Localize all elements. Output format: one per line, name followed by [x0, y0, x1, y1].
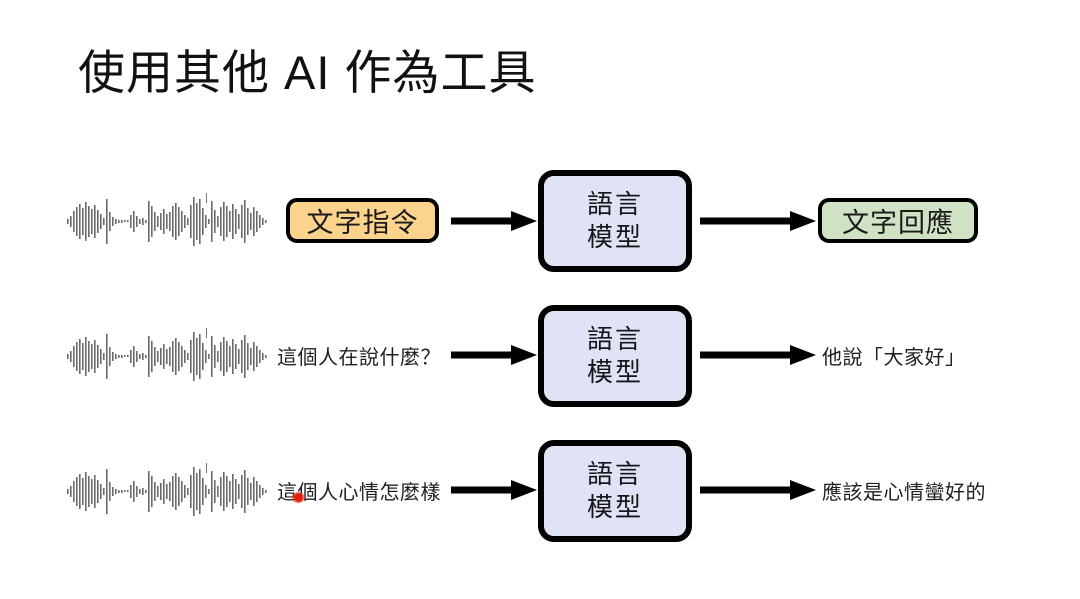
pipeline-row-3: 這個人心情怎麼樣 語言 模型 應該是心情蠻好的 — [0, 431, 1080, 551]
model-box-line-1: 語言 — [586, 323, 643, 354]
language-model-box-row-2[interactable]: 語言 模型 — [538, 305, 692, 407]
model-box-line-2: 模型 — [586, 222, 643, 252]
input-label-row-2: 這個人在說什麼？ — [277, 346, 441, 369]
input-chip-row-1[interactable]: 文字指令 — [286, 198, 439, 243]
language-model-box-row-3[interactable]: 語言 模型 — [538, 440, 692, 542]
output-chip-row-1[interactable]: 文字回應 — [818, 198, 978, 243]
arrow-input-to-model-row-2 — [451, 343, 537, 367]
output-label-row-3: 應該是心情蠻好的 — [822, 481, 986, 504]
model-box-line-2: 模型 — [586, 492, 643, 522]
page-title: 使用其他 AI 作為工具 — [78, 46, 537, 99]
audio-waveform — [65, 455, 275, 527]
language-model-box-row-1[interactable]: 語言 模型 — [538, 170, 692, 272]
arrow-input-to-model-row-3 — [451, 478, 537, 502]
pipeline-row-2: 這個人在說什麼？ 語言 模型 他說「大家好」 — [0, 296, 1080, 416]
audio-waveform — [65, 320, 275, 392]
arrow-model-to-output-row-2 — [700, 343, 816, 367]
red-laser-dot-icon — [292, 492, 305, 503]
pipeline-row-1: 文字指令 語言 模型 文字回應 — [0, 161, 1080, 281]
model-box-line-2: 模型 — [586, 357, 643, 387]
model-box-line-1: 語言 — [586, 458, 643, 489]
output-label-row-2: 他說「大家好」 — [822, 346, 966, 369]
model-box-line-1: 語言 — [586, 188, 643, 219]
audio-waveform — [65, 185, 275, 257]
input-label-row-3: 這個人心情怎麼樣 — [277, 481, 441, 504]
arrow-model-to-output-row-3 — [700, 478, 816, 502]
arrow-model-to-output-row-1 — [700, 209, 816, 233]
arrow-input-to-model-row-1 — [451, 209, 537, 233]
